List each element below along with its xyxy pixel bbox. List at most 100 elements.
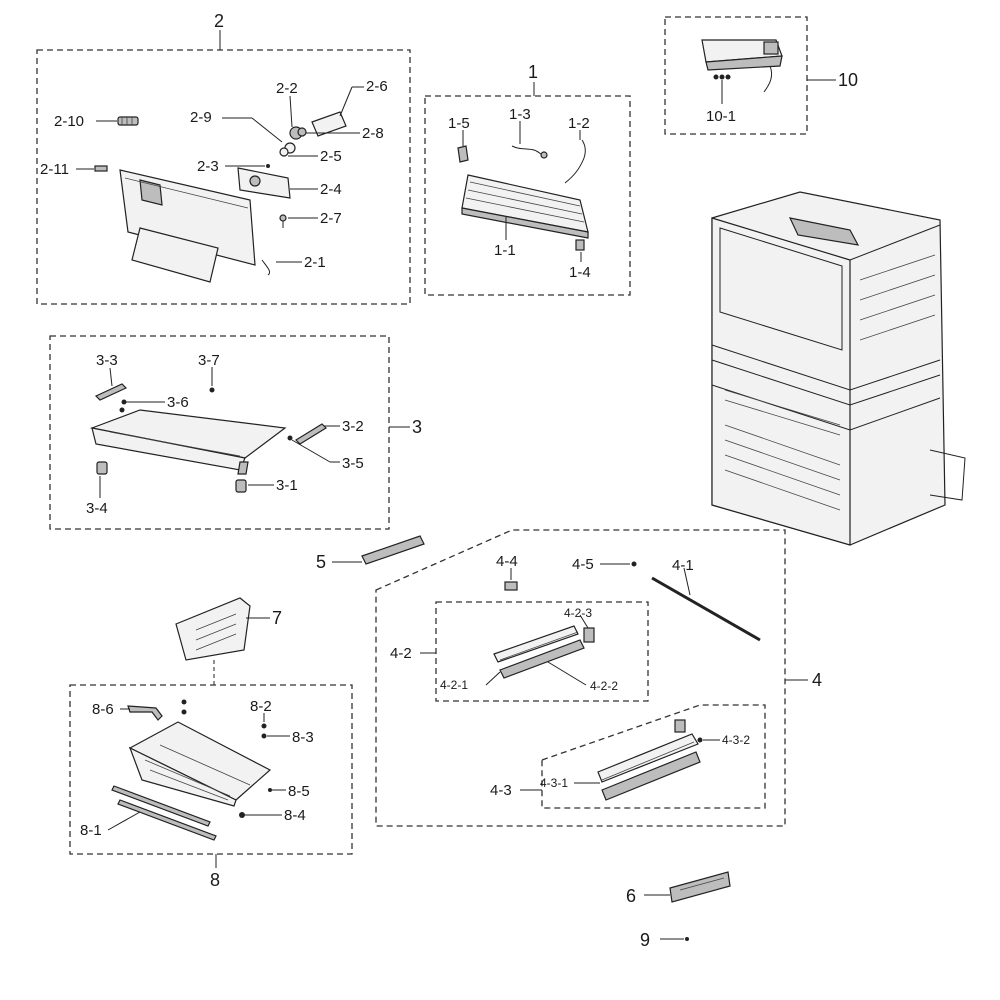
part-10-1-screws [713, 74, 731, 80]
part-3-tray [89, 409, 287, 475]
part-2-4 [237, 167, 291, 199]
group-4-label: 4 [812, 670, 822, 690]
label-2-2: 2-2 [276, 80, 298, 97]
label-4-3-2: 4-3-2 [722, 733, 750, 747]
part-9: 9 [640, 930, 689, 950]
part-2-10 [117, 116, 139, 126]
part-4-2-rail [493, 625, 579, 663]
part-8-5 [268, 788, 272, 792]
label-8-6: 8-6 [92, 701, 114, 718]
subgroup-4-2-box [435, 601, 649, 702]
part-1-3 [511, 145, 545, 157]
label-7: 7 [272, 608, 282, 628]
part-6: 6 [626, 871, 731, 906]
label-4-4: 4-4 [496, 553, 518, 570]
label-2-5: 2-5 [320, 148, 342, 165]
group-10-label: 10 [838, 70, 858, 90]
part-1-1 [461, 174, 589, 239]
label-4-5: 4-5 [572, 556, 594, 573]
label-4-3: 4-3 [490, 782, 512, 799]
label-9: 9 [640, 930, 650, 950]
group-8: 8 8-1 8-2 8-3 8-4 8-5 [69, 684, 353, 890]
label-4-2: 4-2 [390, 645, 412, 662]
label-2-9: 2-9 [190, 109, 212, 126]
part-3-6 [121, 399, 127, 405]
group-3-label: 3 [412, 417, 422, 437]
part-1-2 [564, 139, 586, 184]
label-8-5: 8-5 [288, 783, 310, 800]
group-1: 1 1-1 1-2 1-3 1-4 1-5 [424, 62, 631, 296]
part-4-3-stop [674, 719, 686, 733]
label-5: 5 [316, 552, 326, 572]
part-8-basket [128, 721, 272, 807]
part-1-4 [575, 239, 585, 251]
group-2-label: 2 [214, 11, 224, 31]
label-2-4: 2-4 [320, 181, 342, 198]
label-3-6: 3-6 [167, 394, 189, 411]
label-2-1: 2-1 [304, 254, 326, 271]
label-1-1: 1-1 [494, 242, 516, 259]
part-3-5 [287, 435, 293, 441]
part-3-4 [96, 461, 108, 475]
label-2-7: 2-7 [320, 210, 342, 227]
label-1-5: 1-5 [448, 115, 470, 132]
subgroup-4-3-box [541, 704, 766, 809]
part-2-8 [297, 127, 307, 137]
part-8-1 [111, 785, 211, 827]
part-3-3 [94, 383, 128, 401]
part-2-5 [279, 147, 289, 157]
part-2-11 [94, 165, 108, 172]
part-2-7 [279, 214, 287, 228]
part-3-2 [295, 423, 327, 445]
part-8-2 [261, 723, 267, 729]
part-1-5 [457, 145, 469, 163]
group-4: 4 4-1 4-4 4-5 4-2 4-2-3 4-2-1 4-2-2 [375, 529, 822, 827]
subgroup-4-2: 4-2 4-2-3 4-2-1 4-2-2 [390, 601, 649, 702]
label-8-1: 8-1 [80, 822, 102, 839]
label-2-3: 2-3 [197, 158, 219, 175]
part-4-3-2 [697, 737, 703, 743]
group-10: 10 10-1 [664, 16, 858, 135]
group-1-label: 1 [528, 62, 538, 82]
label-4-2-2: 4-2-2 [590, 679, 618, 693]
part-8-4 [239, 812, 245, 818]
group-3: 3 3-1 3-2 3-3 3-4 3-5 3-6 [49, 335, 422, 530]
label-3-1: 3-1 [276, 477, 298, 494]
part-3-1 [235, 479, 247, 493]
part-4-4 [504, 581, 518, 591]
part-2-3 [266, 164, 270, 168]
label-4-2-3: 4-2-3 [564, 606, 592, 620]
subgroup-4-3: 4-3 4-3-2 4-3-1 [490, 704, 766, 809]
label-4-2-1: 4-2-1 [440, 678, 468, 692]
group-8-label: 8 [210, 870, 220, 890]
part-5: 5 [316, 535, 425, 572]
label-3-2: 3-2 [342, 418, 364, 435]
label-4-3-1: 4-3-1 [540, 776, 568, 790]
group-1-box [424, 95, 631, 296]
group-10-box [664, 16, 808, 135]
label-3-3: 3-3 [96, 352, 118, 369]
label-3-7: 3-7 [198, 352, 220, 369]
label-4-1: 4-1 [672, 557, 694, 574]
part-8-6 [127, 705, 163, 721]
label-2-10: 2-10 [54, 113, 84, 130]
label-3-4: 3-4 [86, 500, 108, 517]
label-1-2: 1-2 [568, 115, 590, 132]
part-8-3 [261, 733, 267, 739]
label-10-1: 10-1 [706, 108, 736, 125]
part-4-1 [651, 576, 761, 642]
label-8-4: 8-4 [284, 807, 306, 824]
part-7: 7 [175, 597, 282, 685]
label-8-3: 8-3 [292, 729, 314, 746]
group-3-box [49, 335, 390, 530]
part-2-6 [311, 111, 347, 137]
label-1-4: 1-4 [569, 264, 591, 281]
label-1-3: 1-3 [509, 106, 531, 123]
part-3-7 [209, 387, 215, 393]
part-10-motor [701, 39, 783, 93]
label-2-6: 2-6 [366, 78, 388, 95]
group-2: 2 2-1 2-2 2-3 2-4 2-5 [36, 11, 411, 305]
label-2-8: 2-8 [362, 125, 384, 142]
group-2-box [36, 49, 411, 305]
label-3-5: 3-5 [342, 455, 364, 472]
